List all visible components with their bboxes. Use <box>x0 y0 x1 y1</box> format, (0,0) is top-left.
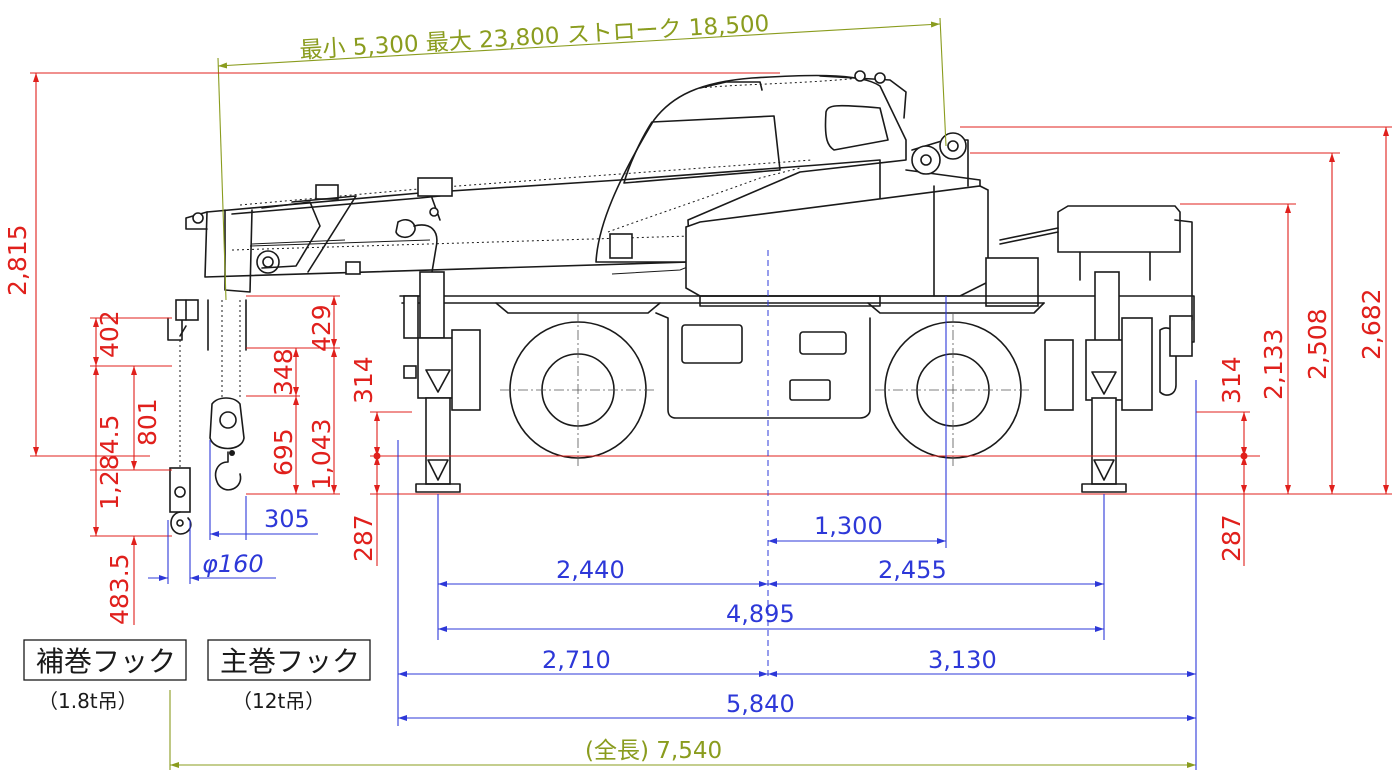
dim-801-label: 801 <box>133 398 162 446</box>
dim-2815: 2,815 <box>3 72 780 457</box>
dim-2682-label: 2,682 <box>1357 288 1386 360</box>
dim-front-314-label: 314 <box>349 356 378 404</box>
aux-hook-capacity: （1.8t吊） <box>38 689 138 713</box>
crane-body-drawing <box>167 70 1195 535</box>
front-wheel <box>500 312 656 468</box>
boom-stroke-label: 最小 5,300 最大 23,800 ストローク 18,500 <box>299 11 770 64</box>
superstructure <box>685 132 1193 321</box>
front-outrigger <box>403 271 481 493</box>
aux-hook-label: 補巻フック <box>36 645 176 678</box>
main-hook <box>207 299 247 491</box>
dim-3130-label: 3,130 <box>928 646 997 674</box>
dim-right-heights: 2,133 2,508 2,682 <box>960 126 1392 495</box>
dim-348-label: 348 <box>269 348 298 396</box>
main-hook-box <box>207 639 371 681</box>
dim-rear-287-label: 287 <box>1217 514 1246 562</box>
carrier-chassis <box>399 295 1195 419</box>
rear-outrigger <box>1081 271 1153 493</box>
main-hook-capacity: （12t吊） <box>232 689 325 713</box>
dim-2815-label: 2,815 <box>3 224 32 296</box>
dim-2508-label: 2,508 <box>1303 308 1332 380</box>
dim-hook-widths: 305 φ160 <box>148 440 318 584</box>
aux-hook <box>167 299 199 535</box>
dim-2710-label: 2,710 <box>542 646 611 674</box>
dim-total-length: (全長) 7,540 <box>169 690 1196 770</box>
dim-5840-label: 5,840 <box>726 690 795 718</box>
dim-1300-label: 1,300 <box>814 512 883 540</box>
dim-main-hook: 429 348 695 1,043 <box>246 295 340 495</box>
dim-4895-label: 4,895 <box>726 600 795 628</box>
rear-wheel <box>875 312 1031 468</box>
dim-160-label: φ160 <box>202 550 264 578</box>
operator-cab <box>595 70 907 275</box>
dim-rear-314-label: 314 <box>1217 356 1246 404</box>
dim-2440-label: 2,440 <box>556 556 625 584</box>
dim-305-label: 305 <box>264 505 310 533</box>
dimensions: 最小 5,300 最大 23,800 ストローク 18,500 (全長) 7,5… <box>3 11 1392 770</box>
dim-rear-clearance: 314 287 <box>1196 356 1250 566</box>
total-length-label: (全長) 7,540 <box>585 738 722 764</box>
dim-483-label: 483.5 <box>105 553 134 625</box>
dim-429-label: 429 <box>307 304 336 352</box>
boom <box>185 159 881 293</box>
dim-1284-label: 1,284.5 <box>95 415 124 510</box>
dim-widths: 1,300 2,440 2,455 4,895 2,710 3,130 5,84… <box>397 250 1197 770</box>
main-hook-label: 主巻フック <box>220 645 360 678</box>
dim-695-label: 695 <box>269 428 298 476</box>
dim-1043-label: 1,043 <box>307 418 336 490</box>
dim-402-label: 402 <box>95 310 124 358</box>
dim-front-287-label: 287 <box>349 514 378 562</box>
aux-hook-box <box>23 639 187 681</box>
hook-legend: 補巻フック （1.8t吊） 主巻フック （12t吊） <box>23 639 371 713</box>
dim-2133-label: 2,133 <box>1259 328 1288 400</box>
dim-aux-hook: 402 801 1,284.5 483.5 <box>90 310 172 625</box>
dim-2455-label: 2,455 <box>878 556 947 584</box>
